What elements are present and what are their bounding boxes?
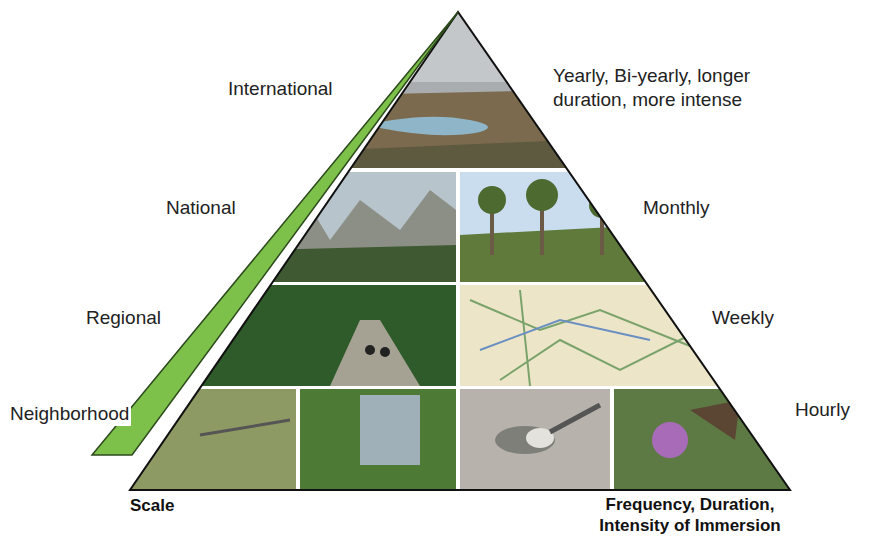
axis-title: Frequency, Duration, Intensity of Immers… (570, 494, 810, 537)
scale-wedge (92, 12, 458, 455)
axis-title: Scale (130, 495, 210, 516)
photo-tiles (120, 12, 794, 490)
scale-label: Regional (86, 306, 186, 330)
scale-label: Neighborhood (10, 402, 131, 426)
frequency-label: Yearly, Bi-yearly, longer duration, more… (553, 64, 785, 112)
scale-label: National (166, 196, 276, 220)
pyramid-outline (130, 12, 790, 490)
frequency-label: Hourly (795, 398, 875, 422)
frequency-label: Weekly (712, 306, 802, 330)
scale-label: International (228, 77, 368, 101)
frequency-label: Monthly (643, 196, 743, 220)
